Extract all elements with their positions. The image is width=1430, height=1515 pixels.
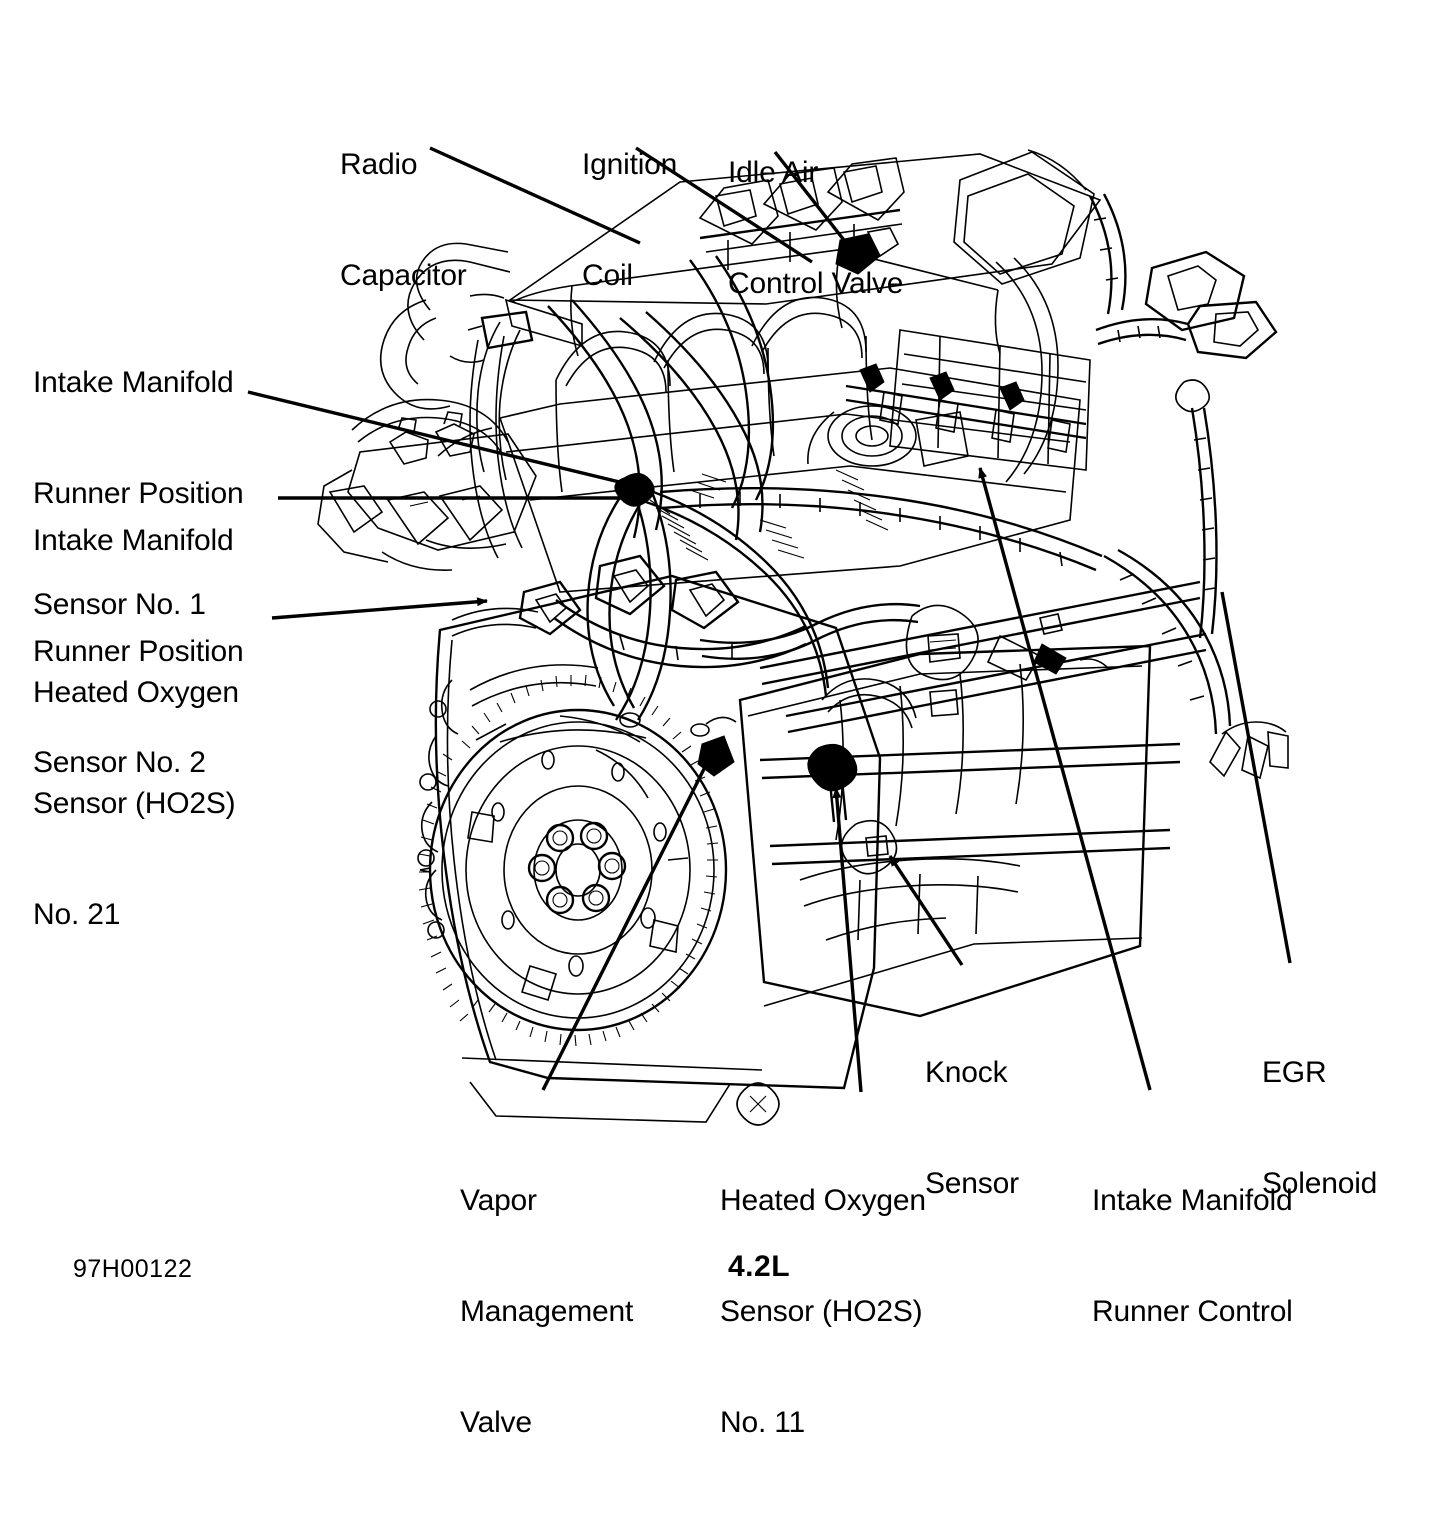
callout-line: Radio [340, 148, 418, 181]
vapor-management-valve-leader [543, 756, 710, 1090]
callout-line: Ignition [582, 148, 678, 181]
callout-line: No. 11 [720, 1406, 805, 1439]
figure-id-code: 97H00122 [73, 1255, 193, 1283]
callout-line: Runner Position [33, 477, 244, 510]
imrp-sensor-1-leader [248, 392, 641, 490]
callout-line: Idle Air [728, 156, 819, 189]
callout-ho2s-21: Heated Oxygen Sensor (HO2S) No. 21 [33, 600, 239, 1007]
callout-line: Capacitor [340, 259, 467, 292]
callout-idle-air-control-valve: Idle Air Control Valve [728, 80, 903, 376]
callout-line: Sensor (HO2S) [720, 1295, 923, 1328]
callout-line: Runner Control [1092, 1295, 1293, 1328]
callout-radio-capacitor: Radio Capacitor [340, 72, 467, 368]
callout-line: Valve [460, 1406, 532, 1439]
callout-line: Sensor No. 1 [33, 588, 206, 621]
egr-solenoid-leader [1222, 592, 1290, 963]
callout-line: Intake Manifold [1092, 1184, 1293, 1217]
ho2s-21-leader [272, 597, 488, 618]
callout-imrp-sensor-2: Intake Manifold Runner Position Sensor N… [33, 448, 244, 855]
callout-line: Heated Oxygen [720, 1184, 926, 1217]
engine-body-art [318, 150, 1288, 1125]
callout-line: No. 21 [33, 898, 121, 931]
callout-ignition-coil: Ignition Coil [582, 72, 677, 368]
idle-air-control-valve-leader [775, 152, 858, 258]
callout-line: Control Valve [728, 267, 904, 300]
callout-knock-sensor: Knock Sensor [925, 980, 1019, 1276]
callout-line: Heated Oxygen [33, 676, 239, 709]
callout-egr-solenoid: EGR Solenoid [1262, 980, 1377, 1276]
callout-line: Sensor [925, 1167, 1019, 1200]
ho2s-11-leader [832, 787, 861, 1092]
ignition-coil-leader [636, 148, 812, 262]
callout-line: EGR [1262, 1056, 1327, 1089]
engine-diagram-figure: Radio Capacitor Ignition Coil Idle Air C… [0, 0, 1430, 1439]
knock-sensor-leader [890, 856, 962, 965]
callout-line: Coil [582, 259, 633, 292]
callout-line: Vapor [460, 1184, 537, 1217]
callout-line: Intake Manifold [33, 366, 234, 399]
callout-intake-manifold-runner-control: Intake Manifold Runner Control [1092, 1108, 1293, 1404]
callout-line: Management [460, 1295, 634, 1328]
callout-line: Solenoid [1262, 1167, 1378, 1200]
callout-imrp-sensor-1: Intake Manifold Runner Position Sensor N… [33, 290, 244, 697]
leader-lines [248, 148, 1290, 1092]
callout-line: Sensor (HO2S) [33, 787, 236, 820]
engine-displacement-label: 4.2L [728, 1250, 791, 1283]
callout-ho2s-11: Heated Oxygen Sensor (HO2S) No. 11 [720, 1108, 926, 1515]
callout-line: Intake Manifold [33, 524, 234, 557]
radio-capacitor-leader [430, 148, 640, 243]
callout-vapor-management-valve: Vapor Management Valve [460, 1108, 633, 1515]
callout-line: Sensor No. 2 [33, 746, 206, 779]
callout-line: Knock [925, 1056, 1008, 1089]
engine-illustration [0, 0, 1430, 1355]
callout-line: Runner Position [33, 635, 244, 668]
imrc-leader [978, 467, 1150, 1090]
